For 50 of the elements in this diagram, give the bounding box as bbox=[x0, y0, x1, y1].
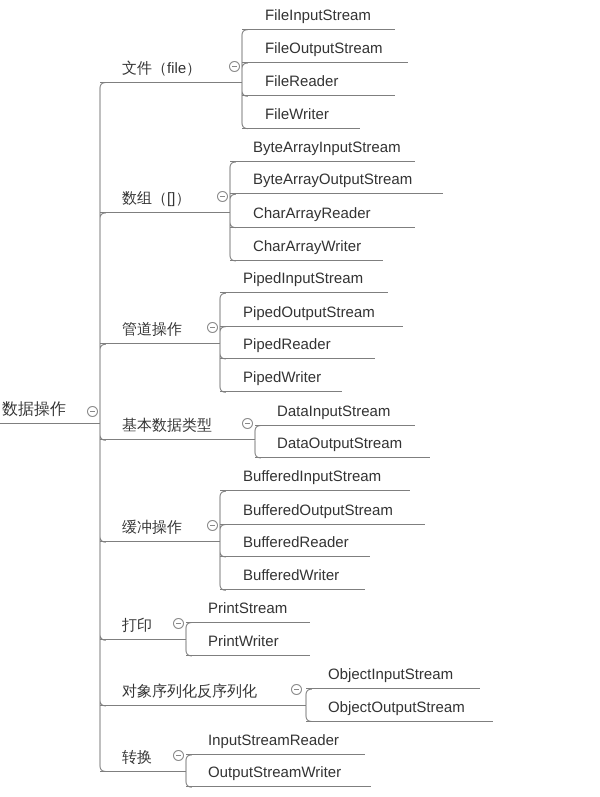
connector-line bbox=[220, 344, 226, 393]
connector-line bbox=[220, 524, 226, 543]
connector-line bbox=[100, 344, 106, 424]
topic-label: DataOutputStream bbox=[277, 434, 402, 454]
topic-label: 管道操作 bbox=[122, 320, 182, 340]
connector-line bbox=[220, 542, 226, 591]
connector-line bbox=[230, 194, 236, 214]
connector-line bbox=[242, 82, 248, 130]
connector-line bbox=[186, 622, 192, 641]
topic-label: 缓冲操作 bbox=[122, 518, 182, 538]
topic-label: PipedInputStream bbox=[243, 269, 364, 290]
topic-label: 数据操作 bbox=[2, 400, 66, 420]
topic-label: FileOutputStream bbox=[265, 38, 383, 59]
connector-line bbox=[230, 212, 236, 262]
topic-label: FileInputStream bbox=[265, 6, 371, 26]
topic-label: PipedWriter bbox=[243, 368, 322, 388]
topic-label: 基本数据类型 bbox=[122, 416, 212, 436]
topic-label: BufferedReader bbox=[243, 532, 349, 553]
topic-label: PipedReader bbox=[243, 334, 331, 355]
topic-label: 转换 bbox=[122, 748, 152, 768]
topic-label: ObjectOutputStream bbox=[328, 698, 465, 718]
topic-label: InputStreamReader bbox=[208, 730, 339, 751]
topic-label: FileReader bbox=[265, 72, 338, 92]
topic-label: ByteArrayOutputStream bbox=[253, 170, 412, 190]
topic-label: CharArrayWriter bbox=[253, 236, 362, 257]
connector-line bbox=[242, 62, 248, 84]
topic-label: OutputStreamWriter bbox=[208, 763, 342, 784]
topic-label: BufferedOutputStream bbox=[243, 500, 393, 521]
connector-line bbox=[306, 688, 312, 706]
topic-label: 数组（[]） bbox=[122, 188, 190, 209]
topic-label: 对象序列化反序列化 bbox=[122, 682, 257, 702]
topic-label: PipedOutputStream bbox=[243, 302, 375, 323]
topic-label: 打印 bbox=[122, 616, 152, 636]
topic-label: FileWriter bbox=[265, 104, 329, 125]
connector-line bbox=[254, 425, 262, 441]
connector-line bbox=[186, 754, 192, 772]
connector-line bbox=[306, 705, 312, 722]
topic-label: ByteArrayInputStream bbox=[253, 138, 401, 158]
connector-line bbox=[220, 326, 226, 345]
connector-line bbox=[186, 640, 192, 656]
topic-label: BufferedWriter bbox=[243, 566, 340, 586]
topic-label: PrintWriter bbox=[208, 632, 279, 652]
topic-label: PrintStream bbox=[208, 598, 288, 619]
topic-label: BufferedInputStream bbox=[243, 467, 382, 488]
topic-label: 文件（file） bbox=[122, 58, 202, 79]
topic-label: DataInputStream bbox=[277, 402, 390, 422]
topic-label: CharArrayReader bbox=[253, 204, 371, 224]
connector-line bbox=[254, 440, 262, 458]
connector-line bbox=[186, 771, 192, 788]
topic-label: ObjectInputStream bbox=[328, 665, 454, 686]
